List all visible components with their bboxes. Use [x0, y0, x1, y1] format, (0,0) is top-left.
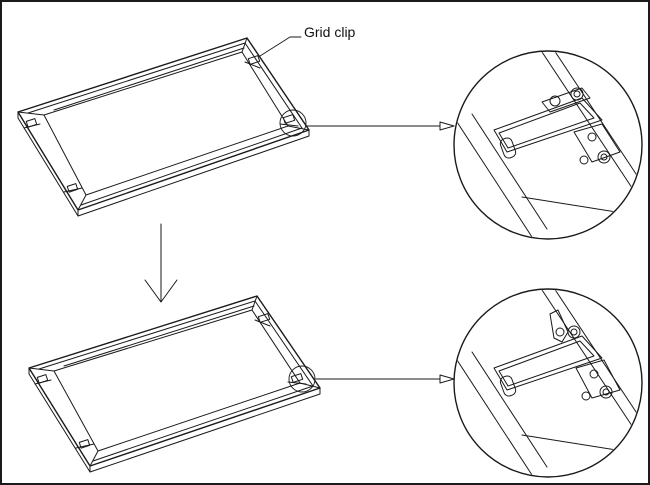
bottom-zoom-detail	[453, 288, 643, 478]
grid-clip-leader	[259, 36, 302, 57]
grid-clip-top-2	[279, 114, 299, 127]
top-zoom-detail	[453, 50, 643, 240]
grid-clip-top-4	[63, 183, 83, 193]
step-down-arrow	[144, 223, 178, 303]
detail-highlight-circle-bottom	[288, 365, 316, 393]
grid-clip-label: Grid clip	[304, 24, 356, 40]
grid-clip-top-3	[23, 118, 41, 129]
bottom-panel	[28, 295, 321, 473]
grid-clip-bottom-3	[34, 374, 52, 385]
grid-clip-top-1	[244, 55, 261, 69]
top-panel	[17, 37, 310, 217]
grid-clip-bottom-2	[287, 373, 307, 385]
detail-highlight-circle-top	[279, 109, 307, 137]
grid-clip-bottom-4	[75, 439, 95, 449]
grid-clip-bottom-1	[254, 313, 271, 327]
top-detail-arrow	[306, 121, 455, 131]
bottom-detail-arrow	[315, 374, 455, 384]
